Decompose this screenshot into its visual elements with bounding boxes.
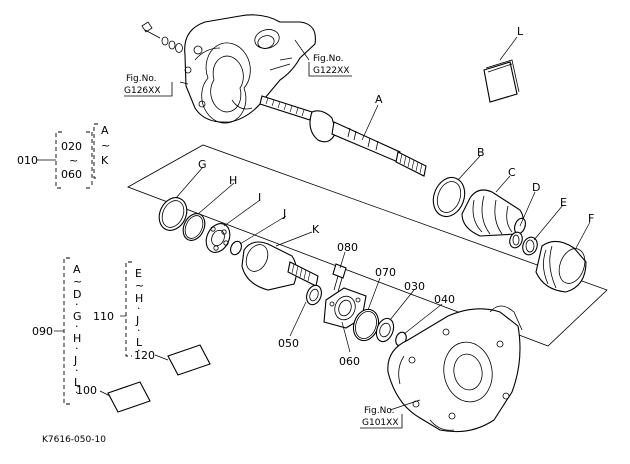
part-e-ring [522,236,538,256]
fig-g126-line1: Fig.No. [126,74,157,84]
label-040: 040 [434,293,455,306]
diagram-id: K7616-050-10 [42,435,106,445]
packet-120 [167,344,211,376]
knuckle-housing [141,14,316,124]
asm-090-letter: · [75,364,79,377]
asm-110-end-ref: 120 [134,349,155,362]
asm-090-letters: A ~ D · G · H · J · L · [73,263,82,399]
label-c: C [508,166,516,179]
assembly-090-bracket [54,257,70,405]
asm-090-letter: A [73,263,81,276]
fig-g101-line1: Fig.No. [364,406,395,416]
label-a: A [375,93,383,106]
asm-010-sub-top: 020 [61,140,82,153]
asm-110-letter: · [137,302,141,315]
part-d-ring [509,231,523,249]
asm-090-ref: 090 [32,325,53,338]
asm-090-letter: · [75,386,79,399]
labels: A B C D E F G H I J K L 080 070 030 040 … [17,25,594,445]
part-i-bearing [205,223,231,253]
label-g: G [198,158,207,171]
label-060: 060 [339,355,360,368]
fig-g126-underline [124,82,173,97]
asm-110-letter: J [135,314,139,327]
label-e: E [560,196,567,209]
asm-090-letter: L [74,376,81,389]
label-h: H [229,174,237,187]
asm-110-ref: 110 [93,310,114,323]
part-030-bearing [375,317,395,343]
assembly-010-bracket [37,123,98,189]
fig-g122-underline [308,62,352,77]
label-030: 030 [404,280,425,293]
asm-090-letter: J [73,354,77,367]
packet-100 [107,381,151,413]
asm-010-tilde: ~ [69,154,78,167]
asm-010-range-tilde: ~ [101,139,110,152]
label-k: K [312,223,320,236]
asm-090-letter: D [73,288,81,301]
part-c-boot [461,189,526,237]
part-050-seal [306,284,322,306]
asm-090-letter: H [73,332,81,345]
label-b: B [477,146,485,159]
asm-090-letter: · [75,342,79,355]
asm-110-letter: ~ [135,279,144,292]
label-080: 080 [337,241,358,254]
part-b-ring [432,176,466,218]
label-070: 070 [375,266,396,279]
gear-case [387,305,523,433]
fig-g122-line2: G122XX [313,66,349,76]
part-f-outer-race [535,240,587,293]
asm-010-sub-bottom: 060 [61,168,82,181]
part-080-bolt [332,263,347,293]
asm-010-range-top: A [101,124,109,137]
label-j: J [282,207,286,220]
label-i: I [258,191,261,204]
label-f: F [588,212,594,225]
subassembly-outline [127,144,608,347]
assembly-110-bracket [120,261,132,357]
label-050: 050 [278,337,299,350]
asm-090-letter: · [75,320,79,333]
part-l-packet [483,36,520,103]
asm-010-ref: 010 [17,154,38,167]
label-d: D [532,181,540,194]
fig-g101-underline [360,414,403,429]
leader-lines [99,39,591,411]
asm-110-letter: E [135,267,142,280]
fig-g126-line2: G126XX [124,86,160,96]
asm-110-letter: H [135,292,143,305]
asm-110-letter: · [137,344,141,357]
asm-090-letter: G [73,310,82,323]
fig-g122-line1: Fig.No. [313,54,344,64]
drive-shaft [259,95,427,177]
asm-110-letter: L [136,336,143,349]
asm-010-range-bottom: K [101,154,109,167]
asm-110-letter: · [137,324,141,337]
asm-110-letters: E ~ H · J · L · [135,267,144,357]
asm-090-end-ref: 100 [76,384,97,397]
fig-g101-line2: G101XX [362,418,398,428]
part-j-ring [230,240,242,256]
part-k-cv-joint [241,241,319,291]
label-l: L [517,25,524,38]
asm-090-letter: ~ [73,275,82,288]
asm-090-letter: · [75,298,79,311]
